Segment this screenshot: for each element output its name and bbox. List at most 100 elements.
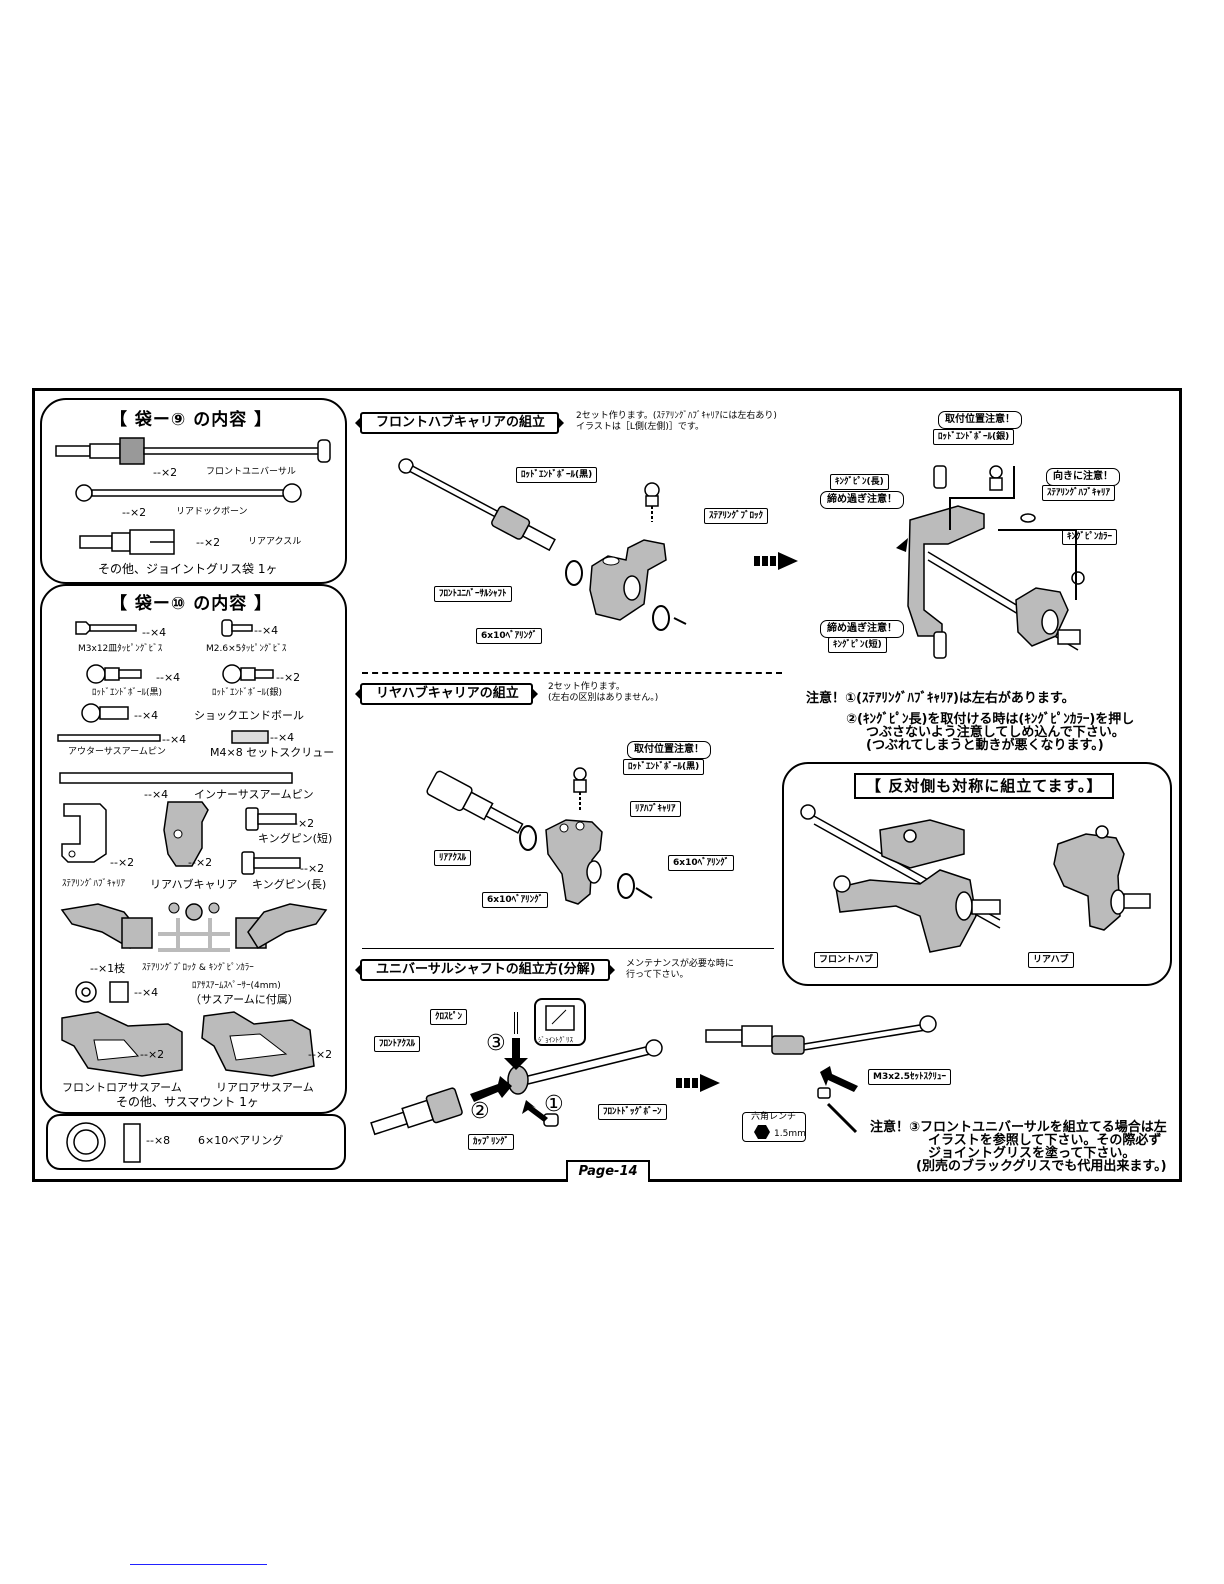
- bag9-item-name-2: リアドックボーン: [176, 507, 248, 517]
- mirror-rear-label: リアハブ: [1028, 952, 1074, 968]
- mirror-box: [782, 762, 1172, 986]
- shock-end-ball-icon: [81, 703, 129, 723]
- rear-warn-position: 取付位置注意！: [627, 741, 711, 759]
- universal-exploded-illustration: [370, 1012, 663, 1136]
- universal-title: ユニバーサルシャフトの組立方(分解): [355, 959, 615, 981]
- screw-tap2-name: M2.6×5ﾀｯﾋﾟﾝｸﾞﾋﾞｽ: [206, 644, 287, 654]
- step-3-label: ③: [486, 1031, 506, 1056]
- bag9-item-qty-2: --×2: [122, 506, 147, 519]
- front-hub-assembled-illustration: [896, 465, 1085, 659]
- universal-label-front-axle: ﾌﾛﾝﾄｱｸｽﾙ: [374, 1036, 421, 1052]
- spacer-note: （サスアームに付属）: [190, 993, 299, 1006]
- rear-label-ball-black: ﾛｯﾄﾞｴﾝﾄﾞﾎﾞｰﾙ(黒): [623, 759, 705, 775]
- shock-ball-name: ショックエンドボール: [194, 709, 304, 722]
- rear-axle-illustration: [79, 529, 175, 555]
- front-label-front-shaft: ﾌﾛﾝﾄﾕﾆﾊﾞｰｻﾙｼｬﾌﾄ: [434, 586, 512, 602]
- bearing-name: 6×10ベアリング: [198, 1134, 284, 1147]
- universal-note-a: 注意！③フロントユニバーサルを組立てる場合は左: [870, 1120, 1167, 1135]
- rod-end-ball-black-icon: [86, 664, 142, 684]
- front-arm-name: フロントロアサスアーム: [62, 1081, 182, 1094]
- front-warn-tight: 締め過ぎ注意！: [820, 491, 904, 509]
- inner-pin-icon: [59, 772, 293, 784]
- front-hub-exploded-illustration: [398, 458, 687, 631]
- rear-dogbone-illustration: [75, 483, 302, 503]
- bag10-title: 【 袋ー⑩ の内容 】: [110, 594, 273, 614]
- front-note-1: 注意！①(ｽﾃｱﾘﾝｸﾞﾊﾌﾞｷｬﾘｱ)は左右があります。: [806, 691, 1075, 706]
- bag9-item-name-3: リアアクスル: [248, 537, 302, 547]
- front-note-2a: ②(ｷﾝｸﾞﾋﾟﾝ長)を取付ける時は(ｷﾝｸﾞﾋﾟﾝｶﾗｰ)を押し: [846, 712, 1135, 727]
- bearing-qty: --×8: [146, 1134, 171, 1147]
- bag10-box: [40, 584, 347, 1114]
- countersunk-screw-icon: [75, 621, 137, 635]
- bag9-footer: その他、ジョイントグリス袋 1ヶ: [98, 562, 278, 576]
- universal-note1: メンテナンスが必要な時に: [626, 959, 734, 969]
- rear-arm-name: リアロアサスアーム: [216, 1081, 314, 1094]
- front-label-ball-silver: ﾛｯﾄﾞｴﾝﾄﾞﾎﾞｰﾙ(銀): [933, 429, 1015, 445]
- tree-name: ｽﾃｱﾘﾝｸﾞﾌﾞﾛｯｸ & ｷﾝｸﾞﾋﾟﾝｶﾗｰ: [142, 963, 254, 973]
- footer-underline: [130, 1564, 267, 1565]
- section-divider-dashed: [362, 672, 782, 674]
- step-arrow-icon-2: [676, 1074, 720, 1092]
- steer-carrier-qty: --×2: [110, 856, 135, 869]
- spacer-qty: --×4: [134, 986, 159, 999]
- front-warn-position: 取付位置注意！: [938, 411, 1022, 429]
- king-long-name: キングピン(長): [252, 878, 327, 891]
- ball-black-qty: --×4: [156, 671, 181, 684]
- hex-wrench-label: 六角レンチ: [751, 1112, 797, 1122]
- universal-note-b: イラストを参照して下さい。その際必ず: [928, 1133, 1162, 1148]
- universal-label-dogbone: ﾌﾛﾝﾄﾄﾞｯｸﾞﾎﾞｰﾝ: [598, 1104, 667, 1120]
- step-arrow-icon: [754, 552, 798, 570]
- set-screw-name: M4×8 セットスクリュー: [210, 746, 335, 759]
- front-label-steer-block: ｽﾃｱﾘﾝｸﾞﾌﾞﾛｯｸ: [704, 508, 769, 524]
- rear-hub-title: リヤハブキャリアの組立: [355, 683, 538, 705]
- hex-wrench-box: [742, 1112, 806, 1142]
- screw-tap2-qty: --×4: [254, 624, 279, 637]
- front-lower-arm-illustration: [61, 1011, 183, 1077]
- mirror-rear-hub-illustration: [1053, 825, 1151, 931]
- outer-pin-icon: [57, 734, 161, 742]
- mirror-title: 【 反対側も対称に組立てます。】: [854, 773, 1115, 799]
- outer-pin-qty: --×4: [162, 733, 187, 746]
- bag10-footer: その他、サスマウント 1ヶ: [116, 1095, 259, 1109]
- front-label-king-short: ｷﾝｸﾞﾋﾟﾝ(短): [828, 637, 887, 653]
- bag9-box: [40, 398, 347, 584]
- rear-lower-arm-illustration: [201, 1011, 315, 1077]
- bag9-item-qty-1: --×2: [153, 466, 178, 479]
- king-long-qty: --×2: [300, 862, 325, 875]
- rear-label-carrier: ﾘｱﾊﾌﾞｷｬﾘｱ: [630, 801, 681, 817]
- inner-pin-name: インナーサスアームピン: [194, 788, 314, 801]
- front-label-bearing: 6x10ﾍﾞｱﾘﾝｸﾞ: [476, 628, 543, 644]
- front-hub-note1: 2セット作ります。(ｽﾃｱﾘﾝｸﾞﾊﾌﾞｷｬﾘｱには左右あり): [576, 411, 777, 421]
- rear-label-bearing2: 6x10ﾍﾞｱﾘﾝｸﾞ: [482, 892, 549, 908]
- ball-silver-name: ﾛｯﾄﾞｴﾝﾄﾞﾎﾞｰﾙ(銀): [212, 688, 283, 698]
- rear-label-bearing1: 6x10ﾍﾞｱﾘﾝｸﾞ: [668, 855, 735, 871]
- grease-pack-icon: [545, 1005, 575, 1031]
- steering-hub-carrier-icon: [61, 803, 107, 863]
- front-note-2b: つぶさないよう注意してしめ込んで下さい。: [866, 725, 1125, 740]
- outer-pin-name: アウターサスアームピン: [68, 747, 166, 757]
- spacer-name: ﾛｱｻｽｱｰﾑｽﾍﾟｰｻｰ(4mm): [192, 981, 281, 991]
- king-short-qty: --×2: [290, 817, 315, 830]
- inner-pin-qty: --×4: [144, 788, 169, 801]
- grease-icon: [534, 998, 586, 1046]
- front-hub-title: フロントハブキャリアの組立: [354, 412, 565, 434]
- step-2-label: ②: [470, 1099, 490, 1124]
- mirror-front-hub-illustration: [800, 804, 1001, 953]
- grease-label: ｼﾞｮｲﾝﾄｸﾞﾘｽ: [538, 1036, 573, 1044]
- king-pin-long-icon: [241, 851, 301, 875]
- screw-tap-name: M3x12皿ﾀｯﾋﾟﾝｸﾞﾋﾞｽ: [78, 644, 163, 654]
- universal-label-set-screw: M3x2.5ｾｯﾄｽｸﾘｭｰ: [868, 1069, 951, 1085]
- front-universal-illustration: [55, 437, 331, 465]
- steer-carrier-name: ｽﾃｱﾘﾝｸﾞﾊﾌﾞｷｬﾘｱ: [62, 879, 126, 889]
- front-note-2c: (つぶれてしまうと動きが悪くなります。): [866, 738, 1104, 753]
- ball-black-name: ﾛｯﾄﾞｴﾝﾄﾞﾎﾞｰﾙ(黒): [92, 688, 163, 698]
- bag9-title: 【 袋ー⑨ の内容 】: [110, 410, 273, 430]
- universal-note2: 行って下さい。: [626, 970, 689, 980]
- mirror-front-label: フロントハブ: [814, 952, 879, 968]
- universal-assembled-illustration: [705, 1015, 937, 1134]
- rear-carrier-name: リアハブキャリア: [150, 878, 238, 891]
- rod-end-ball-silver-icon: [222, 664, 274, 684]
- set-screw-icon: [231, 730, 269, 744]
- rear-hub-carrier-icon: [163, 801, 209, 867]
- hex-wrench-icon: [754, 1125, 770, 1139]
